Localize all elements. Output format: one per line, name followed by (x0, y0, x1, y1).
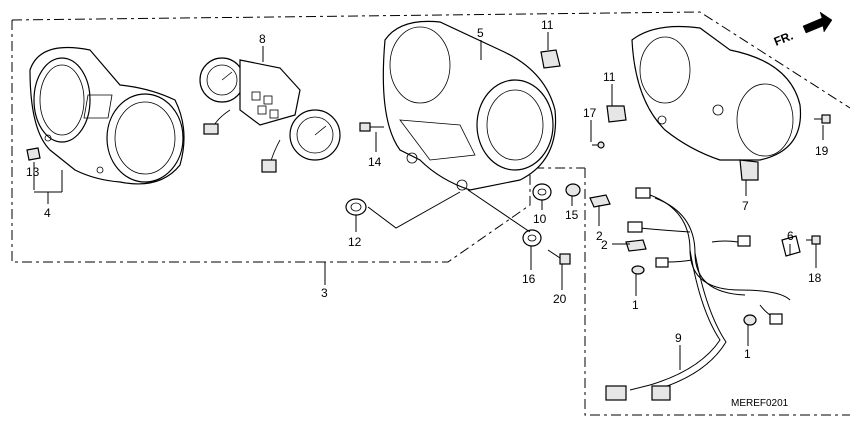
callout-12: 12 (348, 235, 362, 249)
callout-5: 5 (477, 26, 484, 40)
meter-cover-part-7 (631, 25, 802, 181)
pad-part-11-top (540, 49, 561, 69)
grommet-part-13 (26, 147, 41, 161)
callout-14: 14 (368, 155, 382, 169)
wire-harness-part-9 (605, 187, 791, 401)
grommet-part-16 (522, 229, 542, 247)
callout-8: 8 (259, 32, 266, 46)
meter-unit-part-8 (199, 57, 341, 173)
callout-10: 10 (533, 212, 547, 226)
callout-1-upper: 1 (632, 298, 639, 312)
clip-part-2-lower (625, 239, 647, 252)
callout-7: 7 (742, 199, 749, 213)
nut-part-10 (532, 183, 552, 201)
diagram-reference-code: MEREF0201 (731, 398, 789, 409)
callout-20: 20 (553, 292, 567, 306)
nut-part-15 (565, 183, 581, 197)
grommet-part-12 (345, 198, 367, 216)
callout-17: 17 (583, 106, 597, 120)
pad-part-11-lower (606, 105, 627, 123)
callout-11-top: 11 (541, 18, 554, 32)
harness-boundary (584, 168, 850, 416)
callout-18: 18 (808, 271, 822, 285)
callout-2-upper: 2 (596, 229, 603, 243)
bolt-part-20 (547, 249, 571, 265)
callout-19: 19 (815, 144, 829, 158)
assembly-boundary-3 (11, 11, 850, 263)
callout-9: 9 (675, 331, 682, 345)
callout-15: 15 (565, 208, 579, 222)
callout-4: 4 (44, 206, 51, 220)
front-direction-arrow-icon (802, 11, 833, 34)
meter-case-part-5 (382, 20, 557, 191)
callout-6: 6 (787, 229, 794, 243)
clip-part-1-lower (743, 314, 757, 326)
screw-part-19 (814, 114, 831, 124)
callout-1-lower: 1 (744, 347, 751, 361)
callout-2-lower: 2 (601, 238, 608, 252)
stay-part-6 (781, 235, 801, 257)
meter-visor-part-4 (29, 46, 185, 185)
screw-part-17 (592, 141, 605, 149)
callout-16: 16 (522, 272, 536, 286)
callout-3: 3 (321, 286, 328, 300)
callout-11-lower: 11 (603, 70, 616, 84)
callout-13: 13 (26, 165, 40, 179)
clip-part-1-upper (631, 265, 645, 275)
bolt-part-18 (806, 235, 821, 245)
front-direction-label: FR. (772, 29, 795, 49)
leader-lines (33, 32, 824, 370)
clip-part-2-upper (589, 194, 611, 208)
bolt-part-14 (359, 122, 384, 132)
